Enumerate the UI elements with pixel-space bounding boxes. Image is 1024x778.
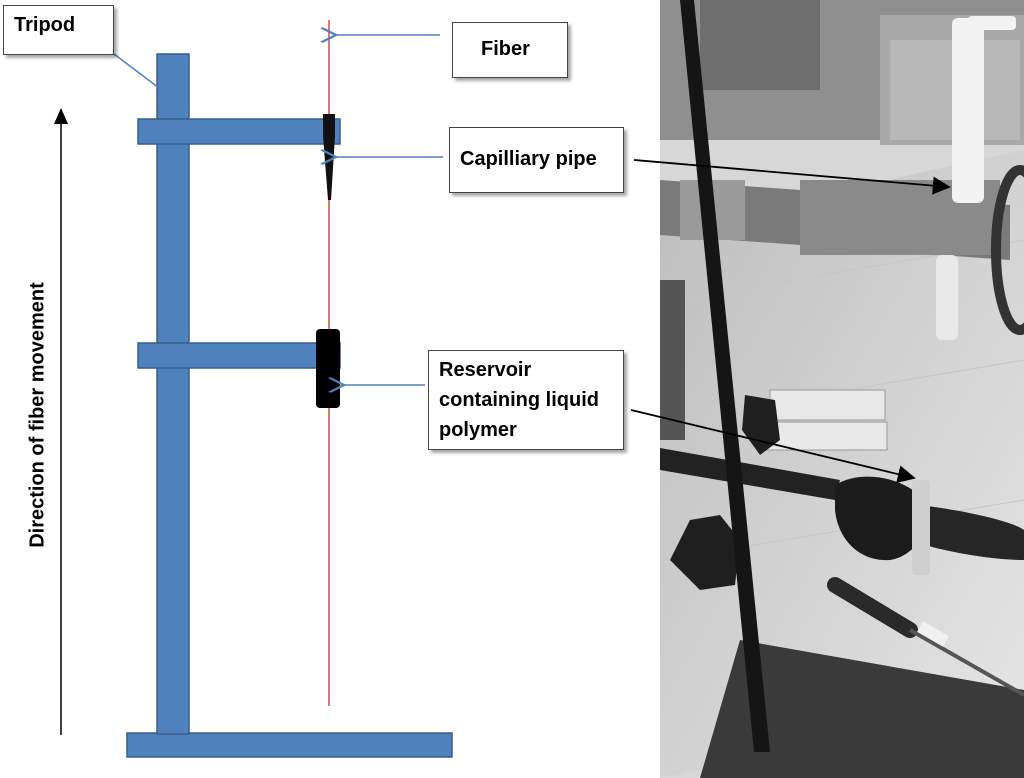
tripod-pointer-arrow bbox=[113, 53, 160, 89]
direction-arrowhead bbox=[54, 108, 68, 124]
fiber-label-text: Fiber bbox=[481, 38, 530, 60]
reservoir-label-line-3: polymer bbox=[439, 419, 517, 441]
tripod-pole bbox=[156, 53, 190, 735]
reservoir-label: Reservoir containing liquid polymer bbox=[428, 350, 624, 450]
tripod-base bbox=[126, 732, 453, 758]
direction-of-movement-label: Direction of fiber movement bbox=[26, 282, 49, 548]
tripod-label-text: Tripod bbox=[14, 14, 76, 36]
setup-photograph bbox=[630, 0, 1024, 778]
capillary-pipe-label: Capilliary pipe bbox=[449, 127, 624, 193]
photo-capillary-arrow bbox=[633, 159, 951, 195]
tripod-label: Tripod bbox=[3, 5, 114, 55]
capillary-pipe-label-text: Capilliary pipe bbox=[460, 148, 597, 170]
fiber-label: Fiber bbox=[452, 22, 568, 78]
photo-reservoir-arrow bbox=[630, 409, 916, 483]
tripod-lower-arm bbox=[137, 342, 341, 369]
tripod-upper-arm bbox=[137, 118, 341, 145]
reservoir-shape bbox=[316, 329, 340, 408]
reservoir-label-line-2: containing liquid bbox=[439, 389, 599, 411]
capillary-pipe-shape bbox=[323, 114, 335, 200]
schematic-diagram bbox=[54, 20, 453, 758]
reservoir-label-line-1: Reservoir bbox=[439, 359, 532, 381]
